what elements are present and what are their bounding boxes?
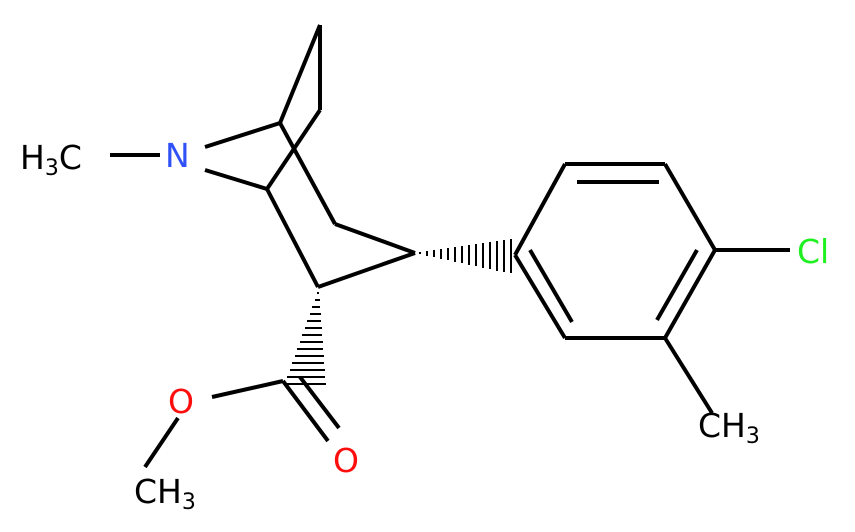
bond-c2-c5 <box>265 188 320 288</box>
ring-bond-6 <box>513 253 567 340</box>
bond-n-c5 <box>204 168 268 191</box>
bond-carbonyl-inner <box>298 375 341 430</box>
bond-c4-c3 <box>334 222 416 255</box>
ring-inner-bond-a <box>528 248 574 324</box>
ester-methyl-label: CH3 <box>134 472 196 515</box>
hashed-wedge-c3-aryl <box>419 239 512 273</box>
bond-c1-c7 <box>278 24 322 124</box>
ring-inner-bond-c <box>655 249 699 321</box>
carbonyl-oxygen-label: O <box>333 441 359 480</box>
n-methyl-label: H3C <box>20 138 82 181</box>
bond-c-methyl <box>663 336 714 415</box>
ester-oxygen-label: O <box>168 382 194 421</box>
nitrogen-label: N <box>165 136 190 175</box>
bond-c3-c2 <box>317 251 416 289</box>
bond-ester-c-o <box>211 379 284 399</box>
aryl-methyl-label: CH3 <box>698 406 760 449</box>
ring-bond-4 <box>663 249 717 339</box>
bond-c1-c4 <box>278 122 337 225</box>
bond-carbonyl-outer <box>281 379 330 443</box>
ring-bond-3 <box>663 162 717 252</box>
hashed-wedge-c2-ester <box>285 292 326 385</box>
bond-n-c1 <box>204 121 281 149</box>
bond-o-methyl <box>143 416 180 469</box>
ring-bond-1 <box>513 163 567 256</box>
chlorine-label: Cl <box>797 232 829 271</box>
